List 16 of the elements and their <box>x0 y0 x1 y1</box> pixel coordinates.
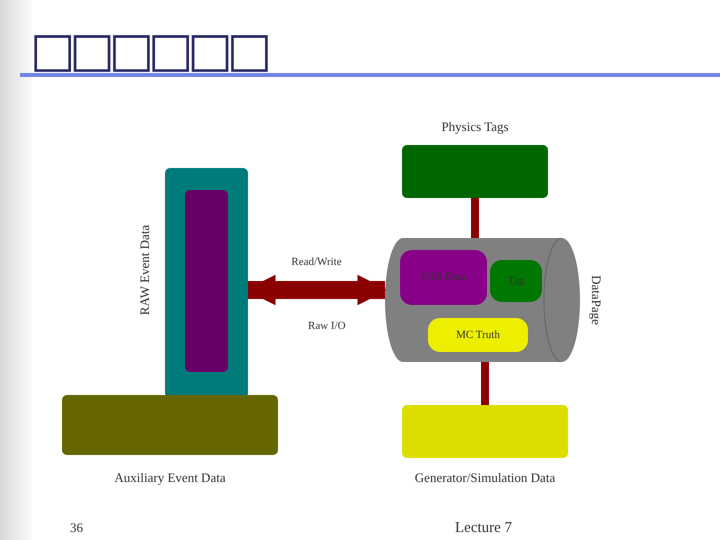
node-caption: Auxiliary Event Data <box>114 470 226 486</box>
data-block: ESD Data <box>400 250 487 305</box>
footer-text: 36 <box>70 520 83 536</box>
note-text: Raw I/O <box>308 320 346 332</box>
connector-line <box>481 362 489 405</box>
connector-line <box>471 198 479 238</box>
edge-label: Read/Write <box>291 256 342 268</box>
slide-title: □□□□□□ <box>30 22 266 78</box>
box <box>185 190 228 372</box>
footer-text: Lecture 7 <box>455 520 512 537</box>
data-block: Tag <box>490 260 542 302</box>
vertical-label: DataPage <box>588 275 604 325</box>
data-block: MC Truth <box>428 318 528 352</box>
node-caption: Generator/Simulation Data <box>414 470 556 486</box>
node-caption: Physics Tags <box>441 119 509 135</box>
vertical-label: RAW Event Data <box>137 224 153 316</box>
